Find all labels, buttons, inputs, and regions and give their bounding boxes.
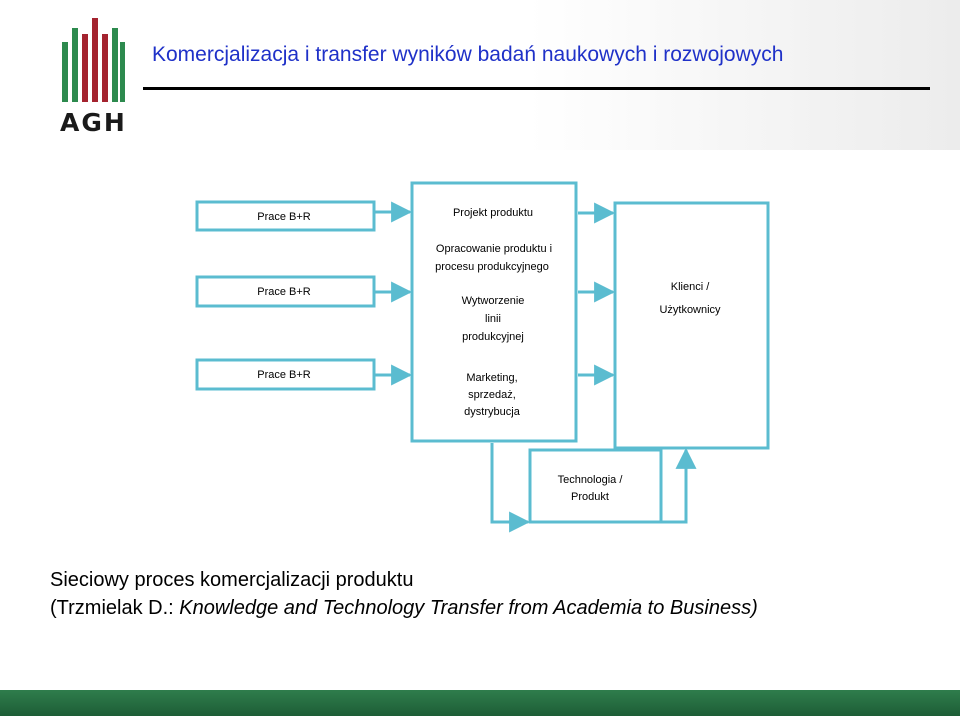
step-4-line-3: dystrybucja [464, 406, 521, 418]
caption-line-1: Sieciowy proces komercjalizacji produktu [50, 569, 414, 591]
step-4-line-1: Marketing, [466, 372, 517, 384]
caption: Sieciowy proces komercjalizacji produktu… [50, 566, 758, 622]
step-3-line-1: Wytworzenie [462, 295, 525, 307]
output-line-1: Technologia / [558, 474, 624, 486]
customers-box [613, 201, 770, 450]
input-box-1 [195, 200, 376, 232]
customers-line-1: Klienci / [671, 281, 710, 293]
step-2-line-1: Opracowanie produktu i [436, 243, 552, 255]
process-box [410, 181, 578, 443]
step-2-line-2: procesu produkcyjnego [435, 261, 549, 273]
step-3-line-3: produkcyjnej [462, 331, 524, 343]
step-3-line-2: linii [485, 313, 501, 325]
title-divider [143, 87, 930, 90]
arrow-output-customers [661, 447, 697, 524]
caption-line-2: (Trzmielak D.: Knowledge and Technology … [50, 594, 758, 622]
input-label-2: Prace B+R [257, 286, 311, 298]
output-box [528, 448, 663, 524]
step-1-line-1: Projekt produktu [453, 207, 533, 219]
logo-text: AGH [60, 108, 127, 137]
agh-logo-icon [62, 18, 125, 102]
step-4-line-2: sprzedaż, [468, 389, 516, 401]
caption-source-title: Knowledge and Technology Transfer from A… [179, 597, 758, 619]
arrow-process-output [490, 443, 531, 533]
input-label-1: Prace B+R [257, 211, 311, 223]
caption-author: (Trzmielak D.: [50, 597, 180, 619]
footer-bar [0, 690, 960, 716]
output-line-2: Produkt [571, 491, 609, 503]
commercialization-diagram: Prace B+R Prace B+R Prace B+R Projekt pr… [195, 181, 770, 533]
input-label-3: Prace B+R [257, 369, 311, 381]
customers-line-2: Użytkownicy [659, 304, 721, 316]
header: AGH Komercjalizacja i transfer wyników b… [0, 0, 960, 150]
page-title: Komercjalizacja i transfer wyników badań… [152, 43, 784, 66]
